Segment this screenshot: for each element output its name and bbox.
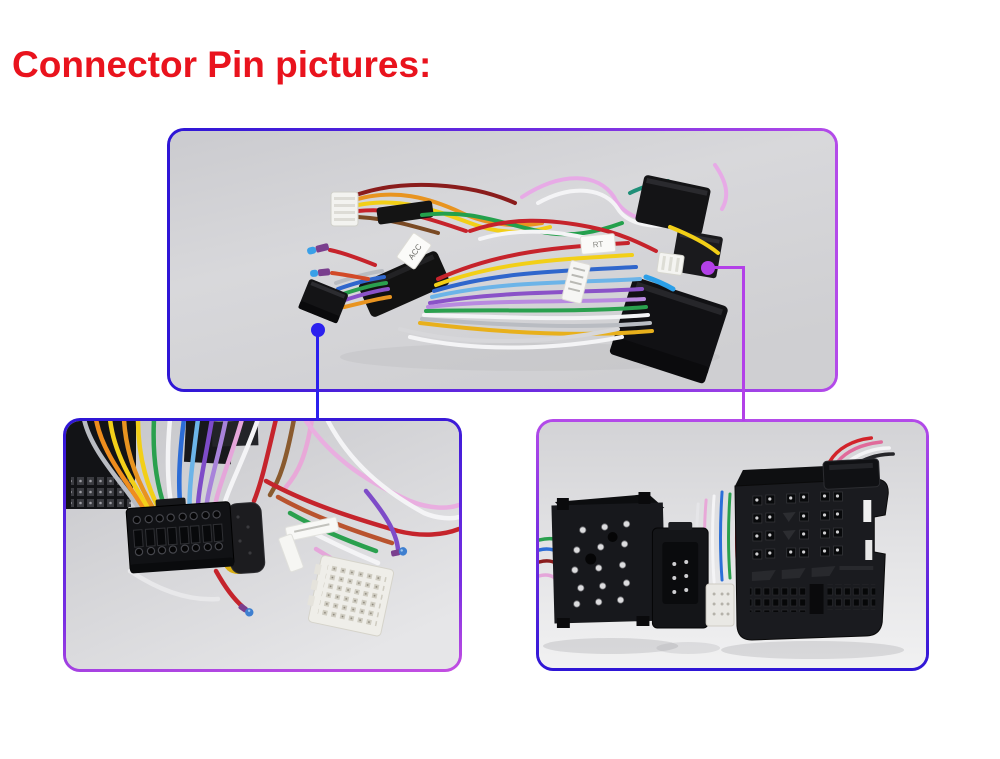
- right-detail-photo: [539, 422, 926, 668]
- wires-to-left-connector: [334, 269, 392, 309]
- overview-photo-art: ACC RT: [170, 131, 835, 389]
- quadlock-fine-pin-grids: [749, 584, 876, 614]
- quadlock-latch-tabs: [751, 566, 874, 581]
- callout-dot-purple: [701, 261, 715, 275]
- overview-photo: ACC RT: [170, 131, 835, 389]
- callout-line-purple-horizontal: [707, 266, 745, 269]
- middle-connector: [651, 522, 709, 629]
- wire-label-acc: ACC: [396, 232, 432, 270]
- overview-right-connector-stack: [609, 175, 728, 384]
- white-plug-right: [656, 252, 685, 276]
- small-white-connector: [705, 583, 735, 627]
- left-detail-photo: [66, 421, 459, 669]
- wire-label-vertical: [561, 260, 591, 304]
- wires-mid-top: [420, 163, 729, 253]
- white-slit-2: [865, 540, 873, 560]
- iso-male-pin-block: [551, 492, 666, 628]
- overview-panel: ACC RT: [167, 128, 838, 392]
- strain-relief: [226, 502, 266, 574]
- quadlock-connector: [734, 464, 889, 641]
- iso-pins: [571, 520, 631, 608]
- callout-line-purple-vertical: [742, 266, 745, 421]
- blue-terminal-beads: [238, 547, 408, 617]
- blue-terminal-tips: [307, 243, 377, 281]
- right-detail-panel: [536, 419, 929, 671]
- right-detail-art: [539, 422, 926, 668]
- wire-label-rt: RT: [579, 233, 617, 255]
- overview-left-connector: [298, 279, 348, 324]
- white-plug-top-left: [330, 191, 359, 227]
- head-unit-16pin-connector: [125, 497, 235, 574]
- white-slit-1: [863, 500, 872, 522]
- top-connector-with-wires: [822, 436, 895, 490]
- white-tag: [284, 516, 340, 542]
- callout-line-blue: [316, 334, 319, 420]
- wires-right-side: [127, 421, 459, 610]
- page-title: Connector Pin pictures:: [12, 44, 432, 85]
- left-detail-panel: [63, 418, 462, 672]
- white-multipin-plug: [307, 555, 395, 637]
- svg-text:RT: RT: [592, 240, 603, 250]
- quadlock-upper-pin-field: [752, 491, 843, 560]
- callout-dot-blue: [311, 323, 325, 337]
- white-tag-2: [278, 533, 304, 573]
- tape-wrap-top: [376, 200, 434, 225]
- left-detail-art: [66, 421, 459, 669]
